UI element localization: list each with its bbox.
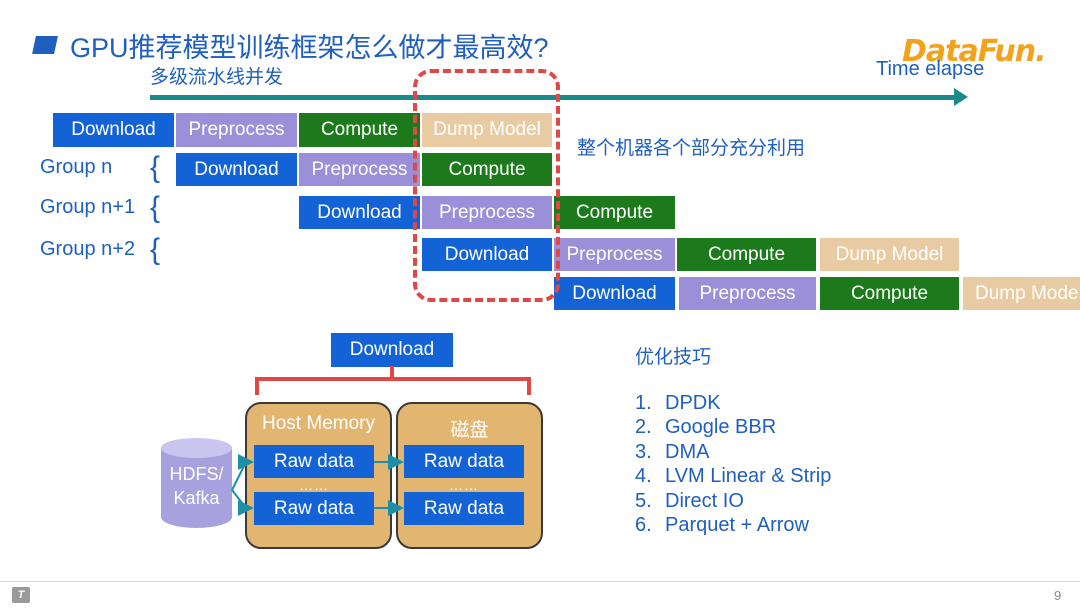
utilization-label: 整个机器各个部分充分利用 — [577, 138, 806, 159]
source-storage-label: HDFS/ Kafka — [161, 462, 232, 510]
disk-label: 磁盘 — [450, 420, 489, 441]
group-n-compute-block: Compute — [422, 153, 552, 186]
tips-item-text: Google BBR — [665, 416, 777, 439]
group-n-download-block: Download — [176, 153, 297, 186]
source-to-memory-arrow-1 — [231, 454, 254, 491]
group-n2-compute-block: Compute — [677, 238, 816, 271]
host-memory-label: Host Memory — [262, 413, 375, 434]
tips-item: 6. Parquet + Arrow — [635, 513, 831, 537]
row4-compute-block: Compute — [820, 277, 959, 310]
footer-brand-icon: T — [12, 587, 30, 603]
row0-download-block: Download — [53, 113, 174, 147]
tips-item-number: 3. — [635, 440, 652, 463]
tips-title: 优化技巧 — [635, 347, 712, 368]
row0-dump-model-block: Dump Model — [422, 113, 552, 147]
tips-item-text: Direct IO — [665, 489, 744, 512]
tips-item: 4. LVM Linear & Strip — [635, 464, 831, 488]
tips-item-number: 5. — [635, 489, 652, 512]
source-storage-cylinder-top — [161, 438, 232, 458]
download-bracket — [255, 377, 531, 395]
disk-raw-data-2: Raw data — [404, 492, 524, 525]
source-storage-label-line2: Kafka — [173, 488, 220, 508]
group-n2-brace-icon: { — [150, 233, 161, 266]
group-n2-dump-model-block: Dump Model — [820, 238, 959, 271]
source-storage-label-line1: HDFS/ — [169, 464, 224, 484]
time-axis-label: Time elapse — [876, 58, 985, 80]
source-storage-cylinder-bottom — [161, 506, 232, 528]
tips-item: 5. Direct IO — [635, 489, 831, 513]
disk-raw-data-1: Raw data — [404, 445, 524, 478]
group-n-preprocess-block: Preprocess — [299, 153, 420, 186]
group-n2-preprocess-block: Preprocess — [554, 238, 675, 271]
page-number: 9 — [1054, 588, 1062, 603]
tips-item: 1. DPDK — [635, 391, 831, 415]
source-storage-cylinder — [161, 447, 232, 517]
tips-item-number: 2. — [635, 416, 652, 439]
source-to-memory-arrow-2 — [231, 489, 254, 516]
group-n-label: Group n — [40, 156, 113, 178]
page-title: GPU推荐模型训练框架怎么做才最高效? — [70, 33, 549, 63]
row4-dump-model-block: Dump Mode — [963, 277, 1080, 310]
group-n2-download-block: Download — [422, 238, 552, 271]
host-memory-raw-data-1: Raw data — [254, 445, 374, 478]
group-n1-download-block: Download — [299, 196, 420, 229]
tips-item-number: 4. — [635, 465, 652, 488]
host-memory-raw-data-2: Raw data — [254, 492, 374, 525]
tips-item-text: LVM Linear & Strip — [665, 465, 832, 488]
tips-item: 3. DMA — [635, 440, 831, 464]
tips-item-number: 1. — [635, 392, 652, 414]
group-n1-label: Group n+1 — [40, 196, 136, 218]
datafun-logo: DataFun. — [902, 34, 1046, 69]
lower-download-block: Download — [331, 333, 453, 367]
disk-ellipsis: …… — [449, 477, 479, 493]
time-axis-arrowhead-icon — [954, 88, 968, 106]
pipeline-subtitle: 多级流水线并发 — [150, 67, 284, 88]
host-memory-ellipsis: …… — [299, 477, 329, 493]
row0-compute-block: Compute — [299, 113, 420, 147]
row4-preprocess-block: Preprocess — [679, 277, 816, 310]
tips-item: 2. Google BBR — [635, 415, 831, 439]
utilization-highlight-box — [413, 69, 560, 302]
group-n1-compute-block: Compute — [554, 196, 675, 229]
row0-preprocess-block: Preprocess — [176, 113, 297, 147]
group-n2-label: Group n+2 — [40, 238, 136, 260]
row4-download-block: Download — [554, 277, 675, 310]
footer-divider — [0, 581, 1080, 582]
group-n1-brace-icon: { — [150, 191, 161, 224]
group-n-brace-icon: { — [150, 151, 161, 184]
tips-item-text: DPDK — [665, 392, 721, 414]
tips-list: 1. DPDK 2. Google BBR 3. DMA 4. LVM Linear &… — [635, 391, 831, 537]
download-bracket-tick — [390, 366, 394, 379]
tips-item-text: Parquet + Arrow — [665, 513, 809, 536]
group-n1-preprocess-block: Preprocess — [422, 196, 552, 229]
tips-item-number: 6. — [635, 513, 652, 536]
time-axis-line — [150, 95, 955, 100]
tips-item-text: DMA — [665, 440, 710, 463]
